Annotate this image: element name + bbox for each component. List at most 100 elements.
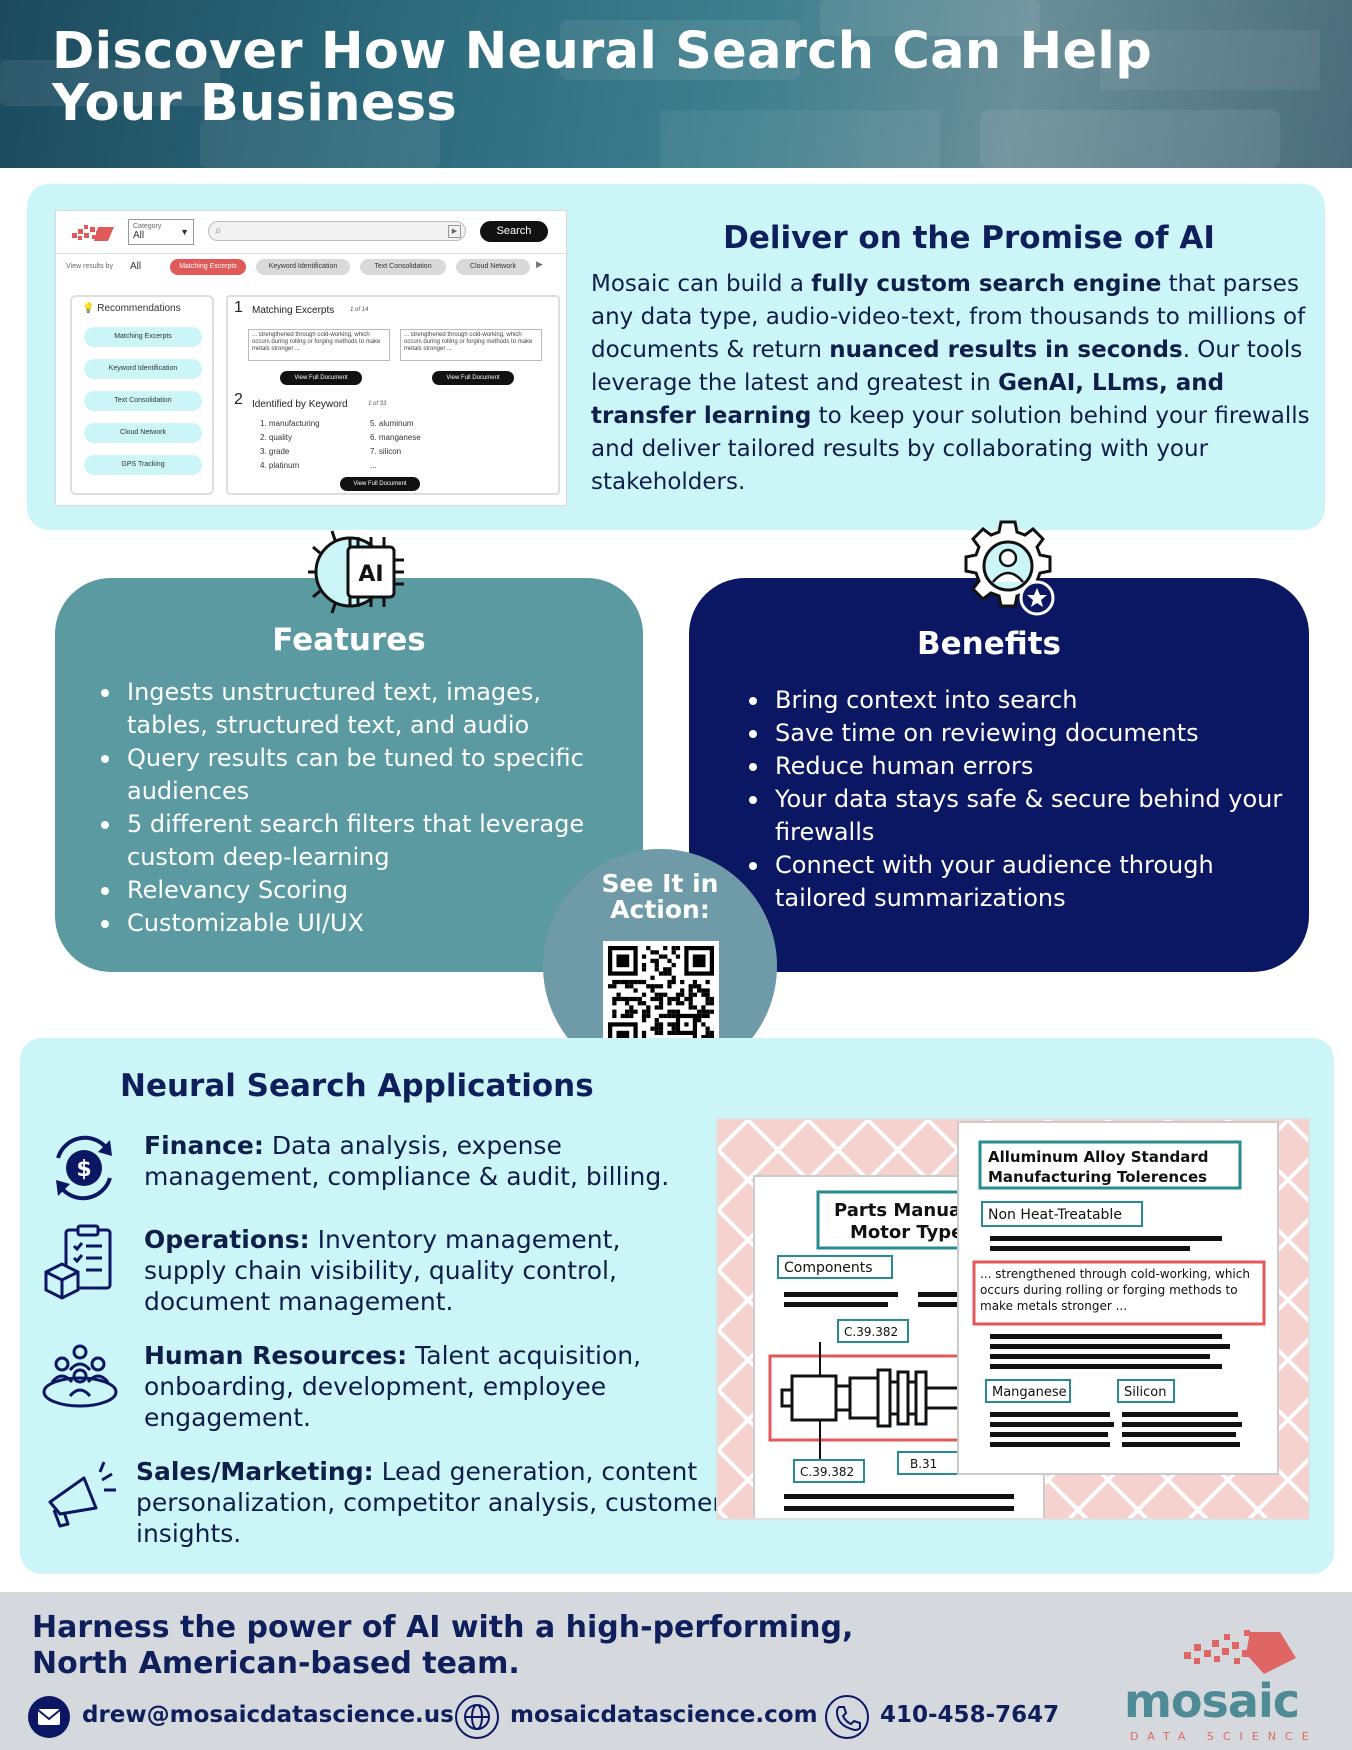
qr-code-icon [608, 946, 714, 1052]
features-card: Features Ingests unstructured text, imag… [55, 578, 643, 972]
svg-text:$: $ [76, 1157, 91, 1182]
qr-code[interactable] [603, 941, 719, 1057]
chip-keyword-identification[interactable]: Keyword Identification [256, 259, 350, 275]
gear-person-icon [964, 520, 1055, 616]
globe-icon [455, 1695, 499, 1739]
deliver-title: Deliver on the Promise of AI [723, 220, 1215, 256]
view-full-document-button[interactable]: View Full Document [432, 371, 514, 385]
keyword-item: ... [370, 461, 377, 470]
benefits-card: Benefits Bring context into search Save … [689, 578, 1309, 972]
recommendation-item[interactable]: Matching Excerpts [84, 327, 202, 347]
deliver-body: Mosaic can build a fully custom search e… [591, 271, 1310, 495]
recommendation-item[interactable]: Text Consolidation [84, 391, 202, 411]
excerpt-card[interactable]: ... strengthened through cold-working, w… [248, 329, 390, 361]
code-label: C.39.382 [800, 1465, 854, 1479]
list-item: Save time on reviewing documents [745, 717, 1285, 750]
view-results-label: View results by [66, 263, 113, 270]
section-title: Matching Excerpts [252, 305, 335, 316]
view-all-option[interactable]: All [130, 261, 142, 272]
list-item: Your data stays safe & secure behind you… [745, 783, 1285, 849]
logo-word: mosaic [1124, 1674, 1300, 1728]
results-panel: 1 Matching Excerpts 1 of 14 ... strength… [226, 295, 560, 495]
list-item: Ingests unstructured text, images, table… [97, 676, 617, 742]
list-item: Relevancy Scoring [97, 874, 617, 907]
category-select[interactable]: Category All ▼ [128, 219, 194, 245]
parts-title-2: Motor Type [850, 1222, 963, 1243]
mosaic-logo-mark-icon [1184, 1630, 1296, 1674]
non-heat-label: Non Heat-Treatable [988, 1207, 1122, 1223]
excerpt-card[interactable]: ... strengthened through cold-working, w… [400, 329, 542, 361]
chip-matching-excerpts[interactable]: Matching Excerpts [170, 259, 246, 275]
view-full-document-button[interactable]: View Full Document [340, 477, 420, 491]
logo-subtitle: DATA SCIENCE [1130, 1730, 1318, 1743]
website-text[interactable]: mosaicdatascience.com [510, 1702, 818, 1728]
search-ui-mockup: Category All ▼ ⌕ ▶ Search View results b… [55, 210, 568, 506]
team-icon [42, 1344, 118, 1408]
document-illustration-graphic: Parts Manual Motor Type Components C.39.… [718, 1120, 1308, 1518]
contact-email[interactable]: drew@mosaicdatascience.us [26, 1694, 454, 1742]
deliver-panel: Category All ▼ ⌕ ▶ Search View results b… [27, 184, 1325, 530]
list-item: Connect with your audience through tailo… [745, 849, 1285, 915]
silicon-label: Silicon [1124, 1385, 1166, 1400]
application-operations: Operations: Inventory management, supply… [144, 1225, 621, 1316]
recommendation-item[interactable]: GPS Tracking [84, 455, 202, 475]
recommendation-item[interactable]: Keyword Identification [84, 359, 202, 379]
contact-phone[interactable]: 410-458-7647 [824, 1694, 1064, 1742]
keyword-item: 4. platinum [260, 461, 300, 470]
applications-title: Neural Search Applications [120, 1068, 594, 1104]
search-icon: ⌕ [215, 223, 222, 237]
email-text[interactable]: drew@mosaicdatascience.us [82, 1702, 454, 1728]
result-count: 1 of 33 [368, 401, 387, 407]
recommendations-panel: 💡 Recommendations Matching Excerpts Keyw… [70, 295, 214, 495]
svg-text:AI: AI [358, 562, 383, 587]
keyword-item: 1. manufacturing [260, 419, 320, 428]
manganese-label: Manganese [992, 1385, 1067, 1400]
search-input[interactable]: ⌕ ▶ [208, 221, 466, 241]
dollar-cycle-icon: $ [56, 1135, 112, 1201]
list-item: Reduce human errors [745, 750, 1285, 783]
keyword-item: 3. grade [260, 447, 290, 456]
ai-chip-icon: AI [308, 530, 404, 614]
play-icon[interactable]: ▶ [448, 225, 461, 238]
document-illustration: Parts Manual Motor Type Components C.39.… [716, 1118, 1310, 1520]
mosaic-logo: mosaic DATA SCIENCE [1120, 1622, 1320, 1743]
section-title: Identified by Keyword [252, 399, 348, 410]
keyword-item: 2. quality [260, 433, 293, 442]
components-label: Components [784, 1260, 873, 1276]
megaphone-icon [48, 1461, 116, 1528]
contact-website[interactable]: mosaicdatascience.com [454, 1694, 818, 1742]
phone-icon [825, 1695, 869, 1739]
features-list: Ingests unstructured text, images, table… [97, 676, 617, 940]
applications-panel: Neural Search Applications $ Finance: Da… [20, 1038, 1334, 1574]
phone-text[interactable]: 410-458-7647 [880, 1702, 1060, 1728]
search-button[interactable]: Search [480, 221, 548, 242]
keyword-item: 5. aluminum [370, 419, 414, 428]
mosaic-logo-icon [72, 225, 114, 241]
keyword-item: 7. silicon [370, 447, 402, 456]
chip-text-consolidation[interactable]: Text Consolidation [360, 259, 446, 275]
benefits-list: Bring context into search Save time on r… [745, 684, 1285, 915]
application-human-resources: Human Resources: Talent acquisition, onb… [144, 1341, 642, 1432]
chevron-right-icon[interactable]: ▶ [536, 259, 543, 269]
email-icon [28, 1696, 70, 1738]
alloy-title-1: Alluminum Alloy Standard [988, 1148, 1209, 1166]
list-item: 5 different search filters that leverage… [97, 808, 617, 874]
parts-title-1: Parts Manual [834, 1200, 967, 1221]
alloy-title-2: Manufacturing Tolerences [988, 1168, 1207, 1186]
features-title: Features [272, 622, 426, 658]
result-count: 1 of 14 [350, 307, 369, 313]
recommendations-title: 💡 Recommendations [82, 303, 181, 314]
clipboard-box-icon [44, 1224, 112, 1300]
header-banner: Discover How Neural Search Can Help Your… [0, 0, 1352, 168]
page-title: Discover How Neural Search Can Help Your… [52, 22, 1153, 133]
view-full-document-button[interactable]: View Full Document [280, 371, 362, 385]
footer-tagline: Harness the power of AI with a high-perf… [32, 1610, 854, 1681]
code-label: C.39.382 [844, 1325, 898, 1339]
chip-cloud-network[interactable]: Cloud Network [456, 259, 530, 275]
recommendation-item[interactable]: Cloud Network [84, 423, 202, 443]
footer: Harness the power of AI with a high-perf… [0, 1592, 1352, 1750]
list-item: Customizable UI/UX [97, 907, 617, 940]
caret-down-icon: ▼ [180, 227, 189, 237]
code-label: B.31 [910, 1457, 937, 1471]
